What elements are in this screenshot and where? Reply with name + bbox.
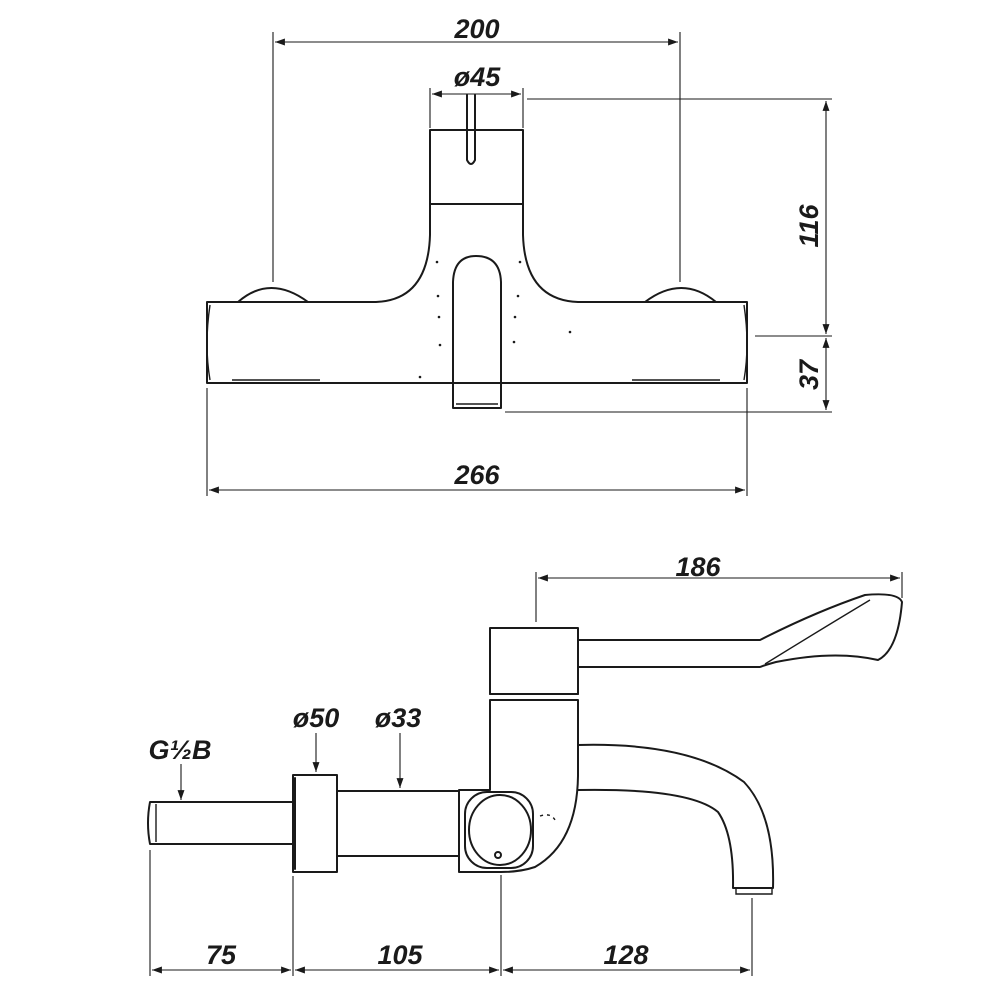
dim-heights: 116 37 [505,98,832,413]
dim-bottom-chain: 75 105 128 [149,850,753,976]
connection-nut [464,791,534,869]
dim-label-o45: ø45 [454,62,502,92]
dim-label-128: 128 [603,940,648,970]
side-view: 186 ø50 ø33 G½B 75 105 128 [147,552,903,976]
dim-label-o33: ø33 [375,703,422,733]
dim-label-75: 75 [206,940,237,970]
dim-label-105: 105 [377,940,423,970]
dim-label-266: 266 [453,460,500,490]
spout-side [577,743,775,889]
dim-thread: G½B [148,735,212,800]
dim-label-186: 186 [675,552,721,582]
dim-186: 186 [535,552,903,622]
lever-end-view [466,94,476,165]
right-cap [644,287,717,303]
handle-cap [429,129,524,205]
dim-label-o50: ø50 [293,703,340,733]
lower-body [458,699,579,873]
spout-front [452,255,502,409]
left-cap [237,287,309,303]
pipe [336,790,460,857]
dim-200: 200 [272,14,681,282]
dim-label-200: 200 [453,14,499,44]
dim-o33: ø33 [375,703,422,788]
dim-label-116: 116 [794,203,824,247]
handle-head [489,627,579,695]
dim-266: 266 [206,388,748,496]
flange [292,774,338,873]
mixer-body [206,203,748,384]
dim-o45: ø45 [429,62,524,128]
dim-o50: ø50 [293,703,340,772]
dim-label-thread: G½B [148,735,211,765]
dim-label-37: 37 [794,358,824,390]
surface-dots [418,260,572,379]
front-view: 200 ø45 116 37 266 [206,14,832,496]
lever [577,593,903,668]
thread-connector [147,801,294,845]
